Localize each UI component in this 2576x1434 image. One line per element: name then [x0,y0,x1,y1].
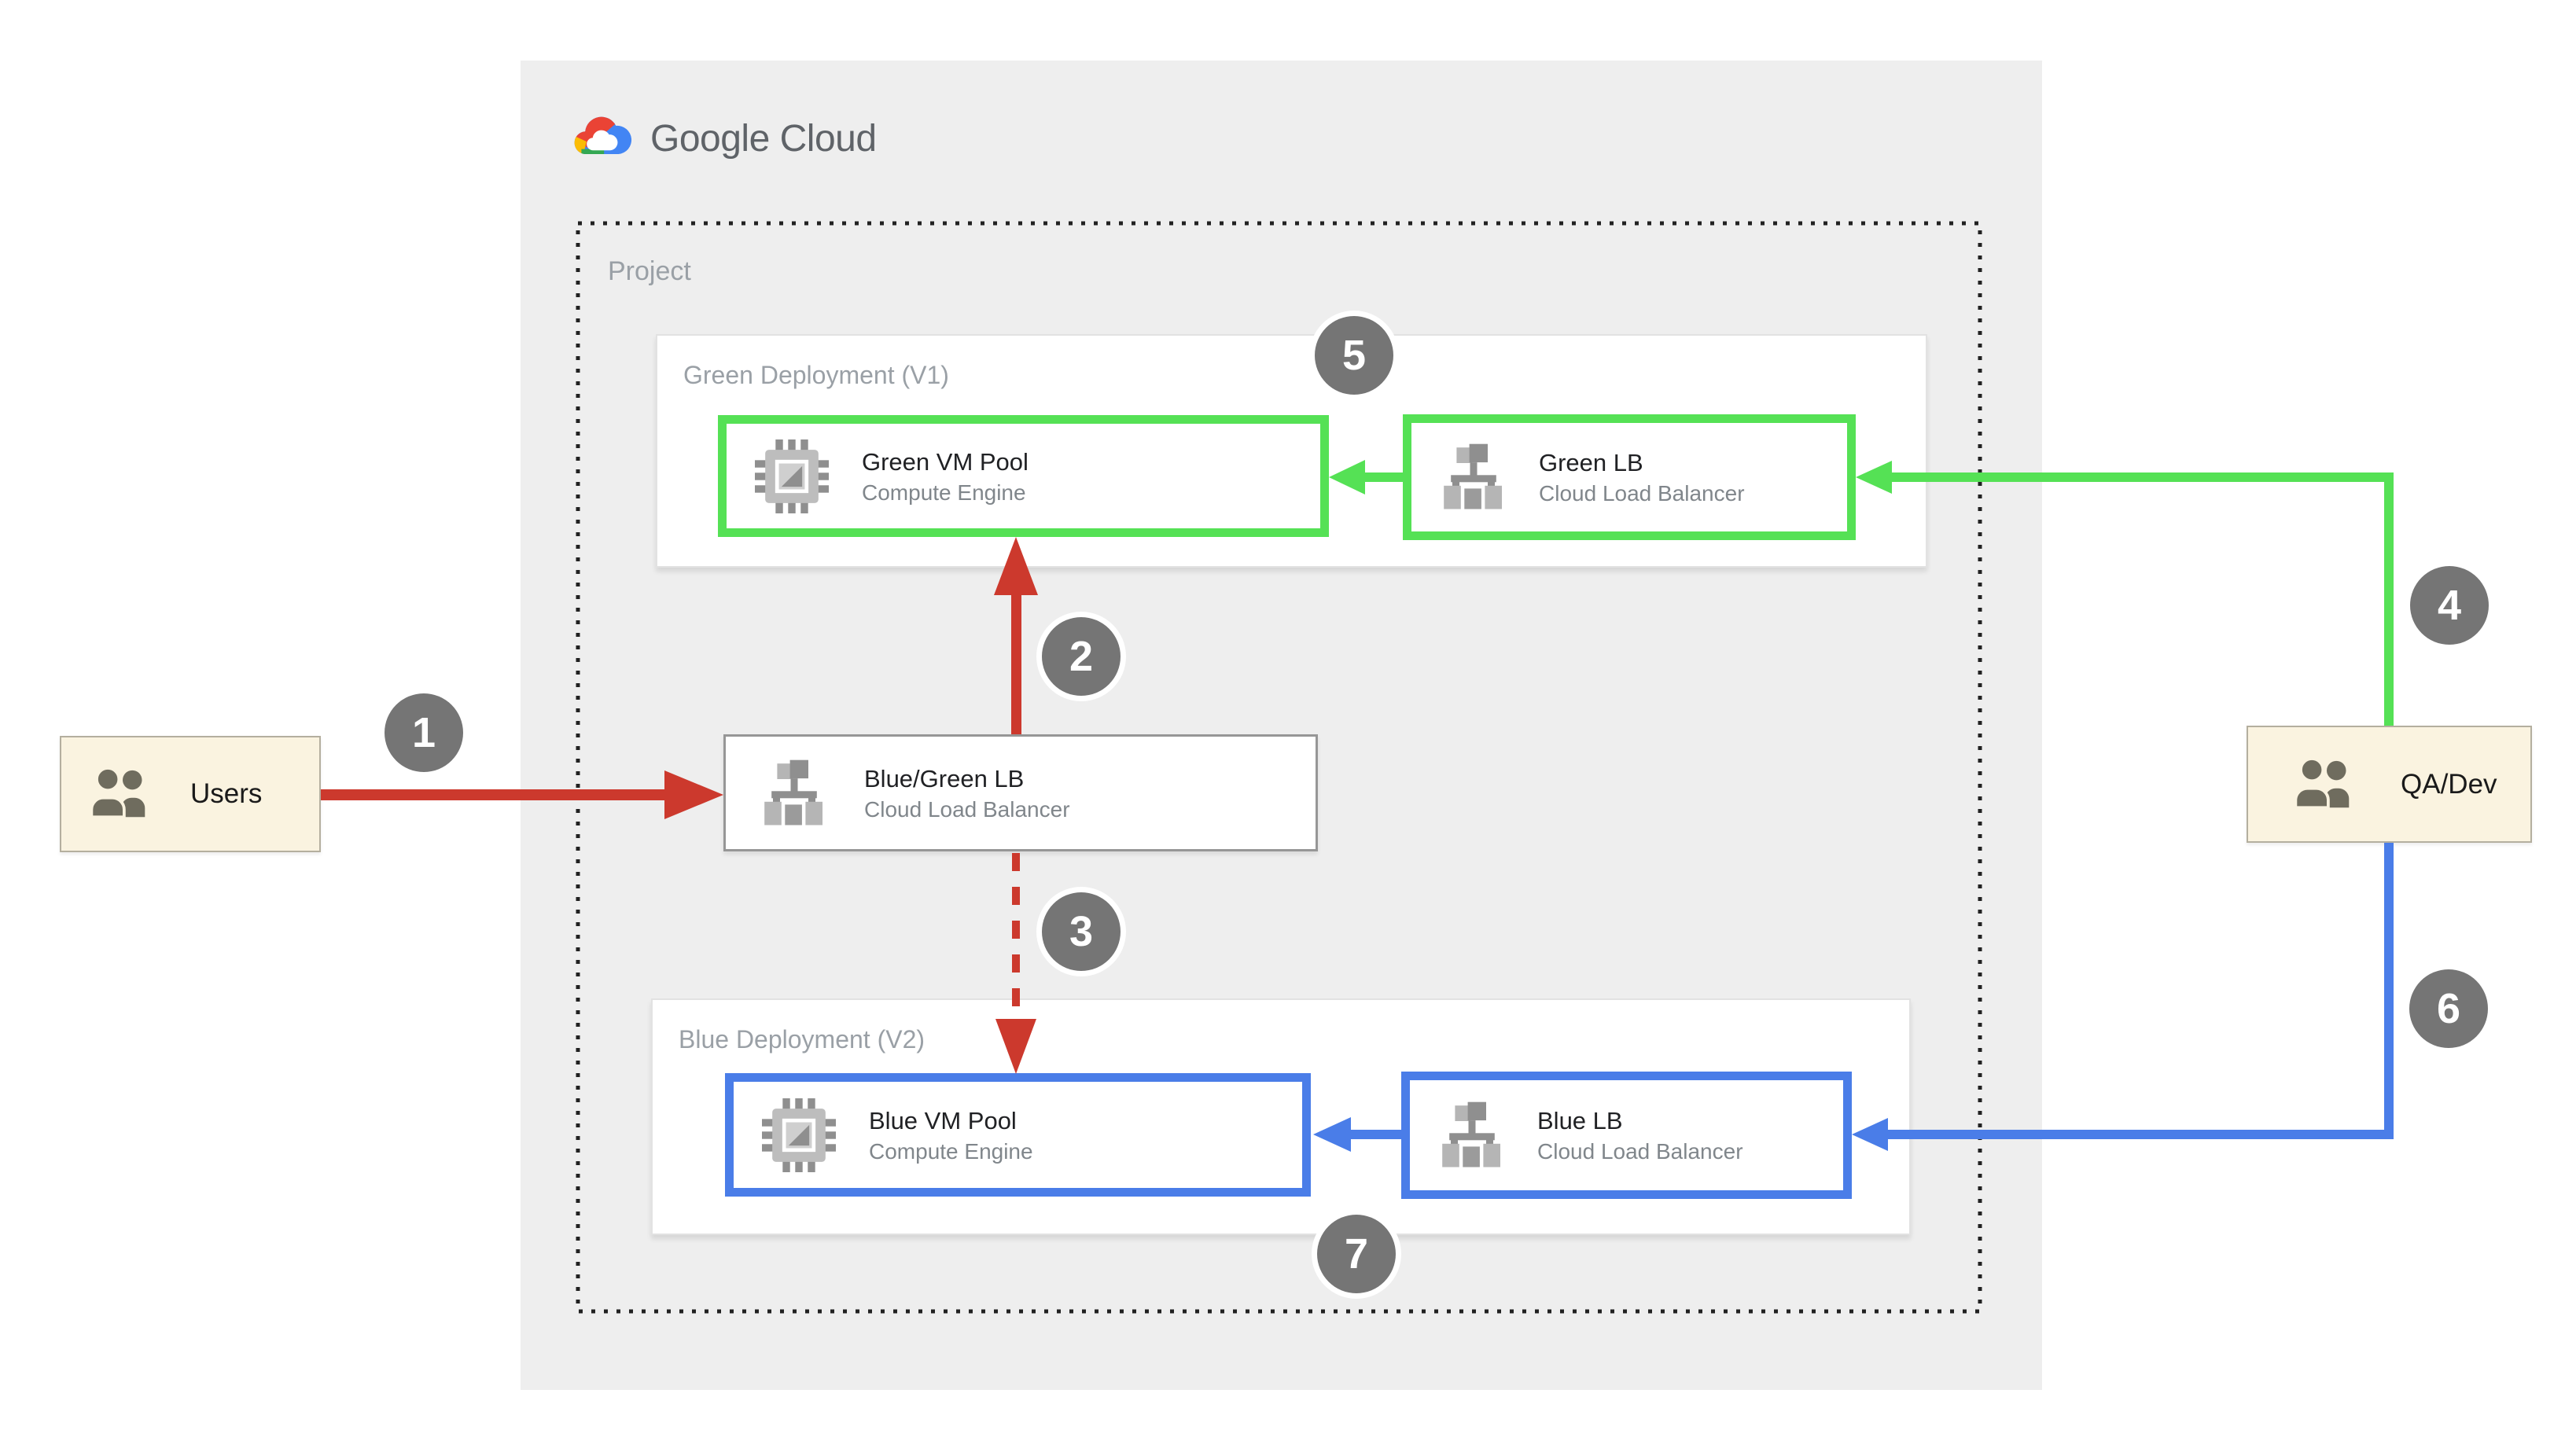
qa-dev-actor: QA/Dev [2247,726,2532,843]
step-badge-5: 5 [1315,316,1393,395]
load-balancer-icon [759,758,830,829]
step-badge-2: 2 [1042,617,1121,696]
step-badge-6: 6 [2409,969,2488,1048]
node-green-lb: Green LB Cloud Load Balancer [1403,414,1856,540]
node-subtitle: Compute Engine [869,1138,1033,1164]
node-subtitle: Cloud Load Balancer [864,796,1070,822]
qa-dev-label: QA/Dev [2401,768,2497,800]
node-green-vm-pool: Green VM Pool Compute Engine [718,415,1329,537]
google-cloud-logo-icon [570,112,633,164]
step-badge-7: 7 [1317,1215,1396,1293]
node-title: Blue VM Pool [869,1106,1017,1134]
node-title: Green VM Pool [862,447,1029,476]
node-subtitle: Cloud Load Balancer [1537,1139,1743,1164]
node-blue-green-lb: Blue/Green LB Cloud Load Balancer [723,734,1318,851]
users-label: Users [190,778,263,809]
node-title: Blue/Green LB [864,764,1025,792]
users-actor: Users [60,736,321,852]
node-title: Blue LB [1537,1107,1623,1134]
node-title: Green LB [1539,449,1643,476]
users-icon [2287,759,2366,811]
node-subtitle: Cloud Load Balancer [1539,481,1745,506]
project-label: Project [608,256,691,286]
load-balancer-icon [1437,1100,1507,1171]
load-balancer-icon [1438,442,1509,513]
green-deployment-label: Green Deployment (V1) [683,361,949,389]
google-cloud-logo: Google Cloud [570,111,877,166]
node-blue-vm-pool: Blue VM Pool Compute Engine [725,1073,1311,1197]
google-cloud-logo-text: Google Cloud [650,117,877,160]
users-icon [83,768,162,820]
blue-deployment-label: Blue Deployment (V2) [679,1025,926,1053]
compute-engine-icon [762,1098,836,1172]
step-badge-4: 4 [2410,566,2489,645]
step-badge-1: 1 [385,693,463,772]
compute-engine-icon [755,439,829,513]
node-subtitle: Compute Engine [862,480,1026,505]
node-blue-lb: Blue LB Cloud Load Balancer [1401,1072,1852,1199]
step-badge-3: 3 [1042,892,1121,971]
